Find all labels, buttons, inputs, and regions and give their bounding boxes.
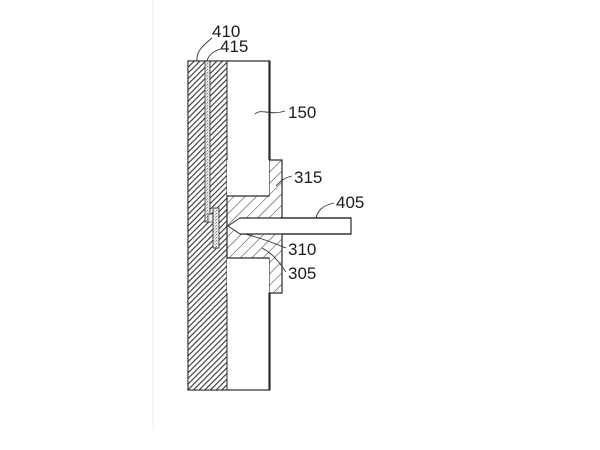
label-405: 405 [336,193,364,212]
leader-415 [206,48,221,62]
rod-channel [228,218,282,234]
inner-strip-415 [204,60,211,223]
leader-405 [315,202,335,219]
hub-gap-top [227,160,269,195]
leader-150 [254,110,286,115]
rod-405 [282,217,352,235]
leader-315 [275,175,293,187]
hub-gap-bottom [227,259,269,293]
label-315: 315 [294,168,322,187]
label-310: 310 [288,240,316,259]
leader-310 [244,233,287,249]
label-415: 415 [220,37,248,56]
leader-410 [196,37,213,62]
label-305: 305 [288,264,316,283]
contact-plate [212,207,220,249]
label-150: 150 [288,103,316,122]
connector-square [207,213,214,223]
label-410: 410 [212,22,240,41]
leader-305 [261,247,287,273]
